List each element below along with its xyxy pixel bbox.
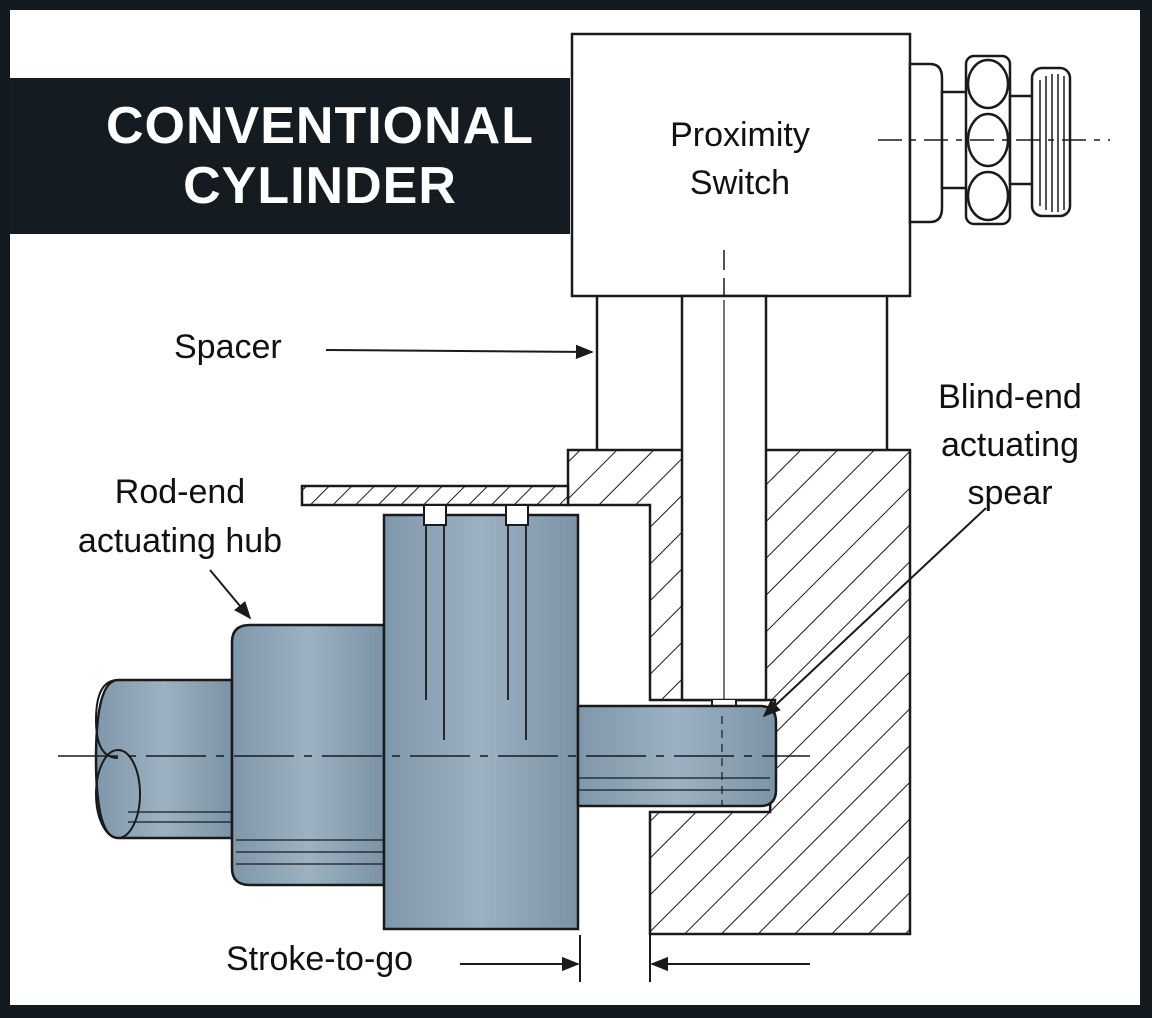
title-line-1: CONVENTIONAL	[106, 97, 534, 155]
blind-end-label-line-1: Blind-end	[938, 378, 1082, 416]
rod-end-label-line-2: actuating hub	[78, 522, 282, 560]
piston-rod	[94, 678, 234, 840]
rod-end-hub	[230, 623, 386, 887]
spacer-leader	[325, 344, 594, 360]
hub-leader	[209, 569, 252, 620]
proximity-switch	[570, 32, 1110, 298]
spear-leader	[762, 507, 987, 718]
proximity-probe	[680, 294, 768, 714]
proximity-label-line-2: Switch	[690, 164, 790, 202]
proximity-label-line-1: Proximity	[670, 116, 810, 154]
rod-end-label-line-1: Rod-end	[115, 473, 245, 511]
piston	[382, 504, 580, 931]
title-banner: CONVENTIONAL CYLINDER	[10, 78, 570, 234]
stroke-dimension	[460, 935, 810, 982]
spacer	[595, 296, 889, 450]
stroke-label: Stroke-to-go	[226, 940, 413, 978]
knurled-cap	[1030, 66, 1072, 218]
blind-end-label-line-2: actuating	[941, 426, 1079, 464]
spacer-label: Spacer	[174, 328, 282, 366]
blind-end-label-line-3: spear	[967, 474, 1052, 512]
title-line-2: CYLINDER	[183, 157, 457, 215]
